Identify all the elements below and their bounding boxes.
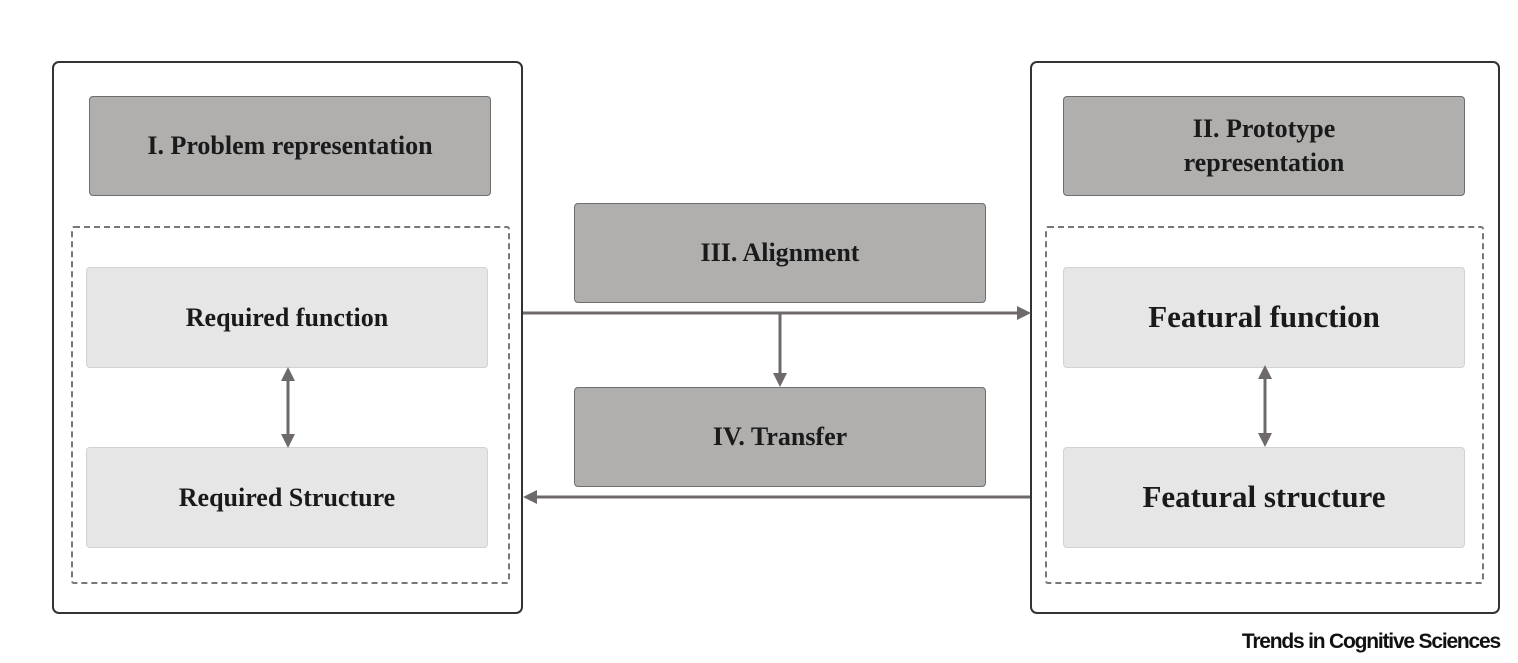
problem-representation-title: I. Problem representation (89, 96, 491, 196)
problem-items-group (71, 226, 510, 584)
arrowhead-to-transfer (773, 373, 787, 387)
arrowhead-down-right (1258, 433, 1272, 447)
required-structure-box: Required Structure (86, 447, 488, 548)
arrowhead-down-left (281, 434, 295, 448)
required-function-box: Required function (86, 267, 488, 368)
featural-structure-box: Featural structure (1063, 447, 1465, 548)
journal-credit: Trends in Cognitive Sciences (1241, 630, 1501, 653)
prototype-items-group (1045, 226, 1484, 584)
arrowhead-to-problem (523, 490, 537, 504)
alignment-box: III. Alignment (574, 203, 986, 303)
arrowhead-up-right (1258, 365, 1272, 379)
featural-function-box: Featural function (1063, 267, 1465, 368)
transfer-box: IV. Transfer (574, 387, 986, 487)
prototype-representation-title: II. Prototype representation (1063, 96, 1465, 196)
arrowhead-to-prototype (1017, 306, 1031, 320)
arrowhead-up-left (281, 367, 295, 381)
